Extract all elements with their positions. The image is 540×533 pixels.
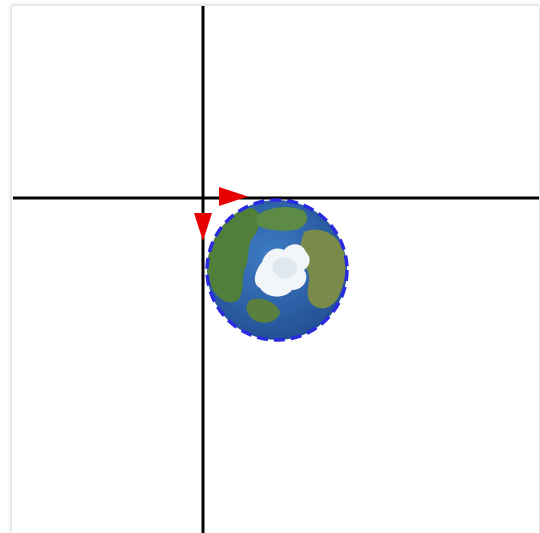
globe-land-north <box>256 207 308 231</box>
globe-dashed-outline <box>205 198 349 342</box>
down-pointing-arrow <box>194 213 212 241</box>
globe-ice-cap-shade <box>272 257 298 279</box>
earth-globe <box>205 198 349 342</box>
globe-land-east <box>298 229 346 309</box>
globe-land-south <box>246 298 280 323</box>
right-pointing-arrow <box>219 187 248 206</box>
